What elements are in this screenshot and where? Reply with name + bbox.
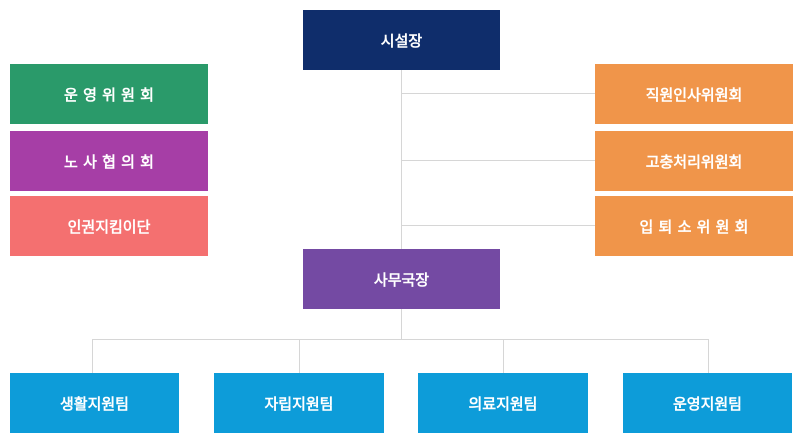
team-drop-1 <box>299 339 300 373</box>
secretary-general-box: 사무국장 <box>303 249 500 309</box>
branch-line-right-1 <box>401 160 595 161</box>
director-box: 시설장 <box>303 10 500 70</box>
team-box-operations-support: 운영지원팀 <box>623 373 792 433</box>
team-bus-line <box>92 339 709 340</box>
committee-box-labor-management: 노 사 협 의 회 <box>10 131 208 191</box>
team-box-independence-support: 자립지원팀 <box>214 373 384 433</box>
committee-box-human-rights: 인권지킴이단 <box>10 196 208 256</box>
team-drop-0 <box>92 339 93 373</box>
trunk-line-lower <box>401 309 402 339</box>
committee-box-grievance: 고충처리위원회 <box>595 131 793 191</box>
branch-line-right-0 <box>401 93 595 94</box>
committee-box-operations: 운 영 위 원 회 <box>10 64 208 124</box>
trunk-line-vertical <box>401 70 402 249</box>
team-box-medical-support: 의료지원팀 <box>418 373 588 433</box>
team-drop-2 <box>503 339 504 373</box>
team-drop-3 <box>708 339 709 373</box>
branch-line-right-2 <box>401 225 595 226</box>
team-box-living-support: 생활지원팀 <box>10 373 179 433</box>
committee-box-admission: 입 퇴 소 위 원 회 <box>595 196 793 256</box>
committee-box-personnel: 직원인사위원회 <box>595 64 793 124</box>
